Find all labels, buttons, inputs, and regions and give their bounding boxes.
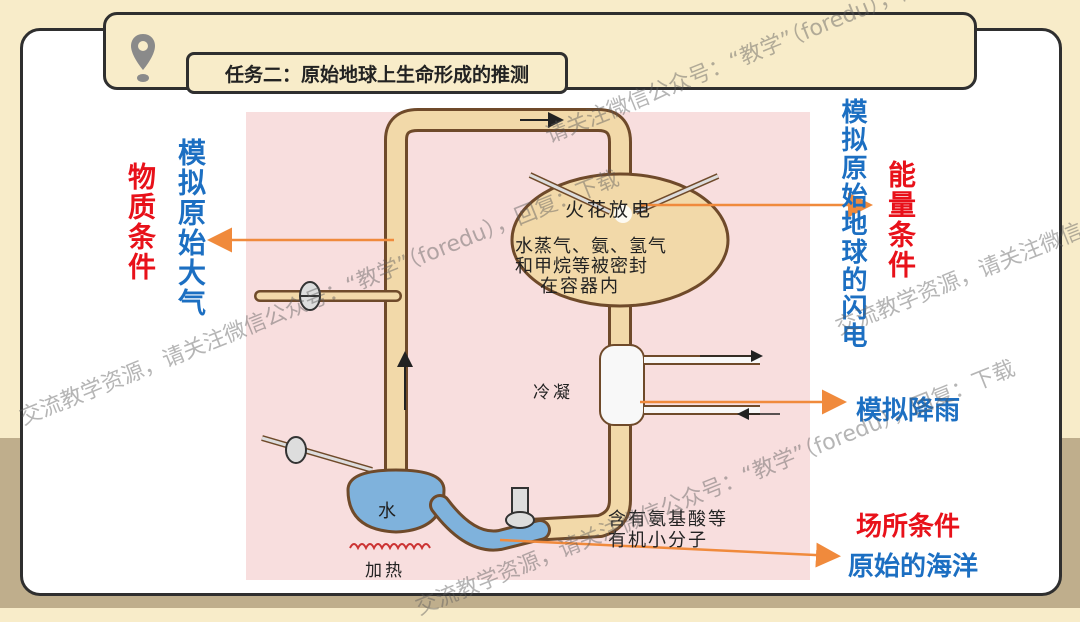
sim-lightning-annotation: 模拟原始地球的闪电	[837, 98, 867, 350]
sim-rain-annotation: 模拟降雨	[856, 396, 961, 426]
heat-label: 加热	[365, 561, 405, 581]
amino-acid-label-line2: 有机小分子	[608, 530, 708, 551]
tube-loop	[254, 108, 632, 542]
water-flask	[346, 468, 446, 534]
water-label: 水	[378, 501, 396, 522]
amino-acid-label-line1: 含有氨基酸等	[608, 509, 728, 530]
sim-atmosphere-annotation: 模拟原始大气	[174, 138, 207, 318]
material-condition-annotation: 物质条件	[124, 162, 157, 282]
gas-description-line1: 水蒸气、氨、氢气	[515, 236, 667, 257]
heater-coil	[349, 543, 431, 551]
arrow-to-ocean	[499, 538, 841, 568]
energy-condition-annotation: 能量条件	[884, 160, 917, 280]
gas-description-line2: 和甲烷等被密封	[515, 256, 648, 277]
spark-flask	[510, 172, 730, 308]
condense-label: 冷凝	[533, 383, 573, 403]
condenser	[599, 344, 645, 426]
spark-discharge-label: 火花放电	[565, 199, 654, 221]
task-title: 任务二：原始地球上生命形成的推测	[186, 52, 568, 94]
location-pin-icon	[131, 34, 155, 82]
spark-glow	[614, 205, 632, 223]
gas-description-line3: 在容器内	[540, 276, 620, 297]
apparatus-drawing	[207, 108, 873, 568]
site-condition-annotation: 场所条件	[856, 512, 961, 542]
primitive-ocean-annotation: 原始的海洋	[848, 552, 979, 582]
